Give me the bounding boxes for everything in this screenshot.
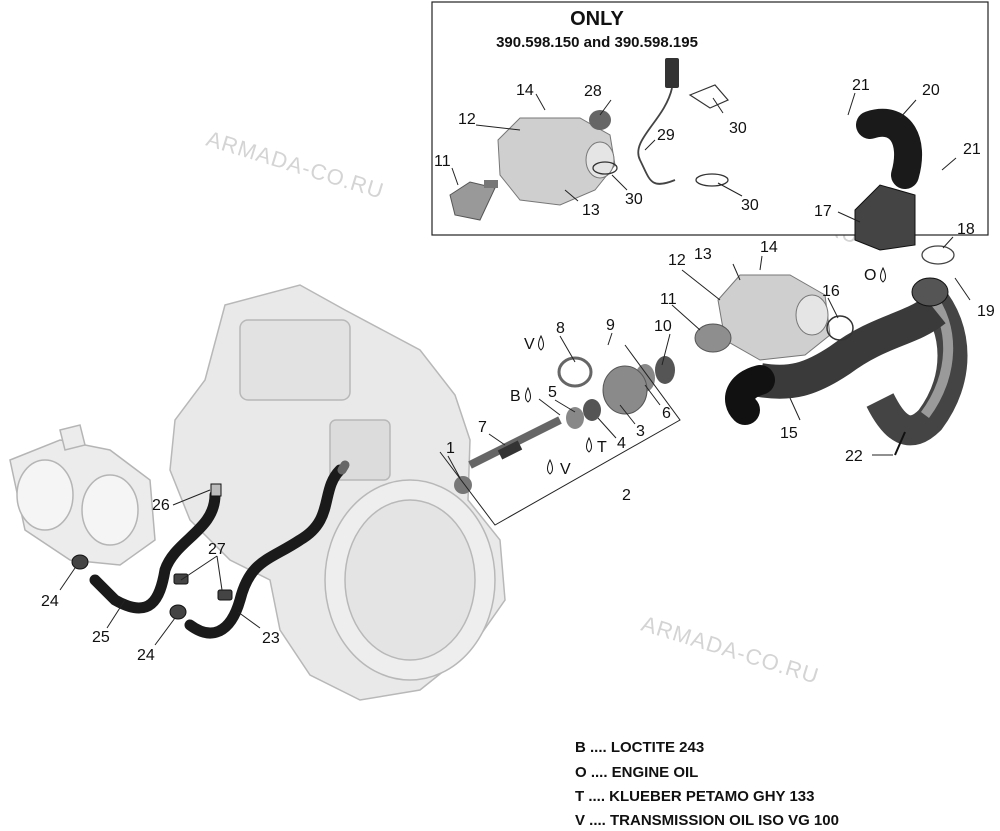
callout-24b: 24 [137,647,155,664]
callout-17: 17 [814,203,832,220]
callout-14: 14 [760,239,778,256]
callout-o: O [864,267,876,284]
callout-26: 26 [152,497,170,514]
engine-block [169,284,506,701]
callout-b: B [510,388,521,405]
coolant-hoses-right [725,109,968,446]
callout-21a: 21 [852,77,870,94]
inset-subtitle: 390.598.150 and 390.598.195 [496,34,698,51]
callout-22: 22 [845,448,863,465]
legend-line-v: V .... TRANSMISSION OIL ISO VG 100 [575,812,839,829]
callout-9: 9 [606,317,615,334]
callout-7: 7 [478,419,487,436]
callout-inset-11: 11 [434,153,451,170]
callout-12: 12 [668,252,686,269]
callout-3: 3 [636,423,645,440]
callout-inset-14: 14 [516,82,534,99]
callout-inset-12: 12 [458,111,476,128]
callout-t: T [597,439,607,456]
callout-27: 27 [208,541,226,558]
callout-8: 8 [556,320,565,337]
drop-icon [547,458,553,475]
callout-24a: 24 [41,593,59,610]
callout-inset-30b: 30 [625,191,643,208]
callout-5: 5 [548,384,557,401]
callout-20: 20 [922,82,940,99]
drop-icon [538,334,544,351]
callout-23: 23 [262,630,280,647]
callout-inset-28: 28 [584,83,602,100]
legend-line-b: B .... LOCTITE 243 [575,739,704,756]
callout-10: 10 [654,318,672,335]
callout-inset-13: 13 [582,202,600,219]
callout-inset-30c: 30 [741,197,759,214]
callout-inset-30a: 30 [729,120,747,137]
legend-line-t: T .... KLUEBER PETAMO GHY 133 [575,788,815,805]
callout-inset-29: 29 [657,127,675,144]
leader-lines [59,92,971,646]
callout-v1: V [524,336,535,353]
callout-15: 15 [780,425,798,442]
drop-icon [525,386,531,403]
throttle-bodies [9,424,156,566]
callout-18: 18 [957,221,975,238]
callout-v2: V [560,461,571,478]
callout-19: 19 [977,303,995,320]
callout-21b: 21 [963,141,981,158]
hoses-left [89,460,350,639]
legend: B .... LOCTITE 243 O .... ENGINE OIL T .… [575,739,839,829]
callout-11: 11 [660,291,677,308]
inset-callouts: 14 28 12 29 30 11 13 30 30 [434,82,759,219]
drop-icon [586,436,592,453]
callout-25: 25 [92,629,110,646]
callout-6: 6 [662,405,671,422]
callout-4: 4 [617,435,626,452]
watermark-bottom: ARMADA-CO.RU [639,611,823,689]
callout-16: 16 [822,283,840,300]
legend-line-o: O .... ENGINE OIL [575,764,698,781]
callout-1: 1 [446,440,455,457]
watermark-top: ARMADA-CO.RU [204,126,388,204]
callout-13: 13 [694,246,712,263]
callout-2: 2 [622,487,631,504]
hose-clamps [71,483,233,620]
lubricant-drop-icons [525,266,886,475]
inset-title: ONLY [570,8,624,30]
main-callouts: 21 20 21 17 18 O 19 14 12 13 16 11 9 8 V… [41,77,995,664]
water-pump-parts [439,245,955,526]
drop-icon [880,266,886,283]
